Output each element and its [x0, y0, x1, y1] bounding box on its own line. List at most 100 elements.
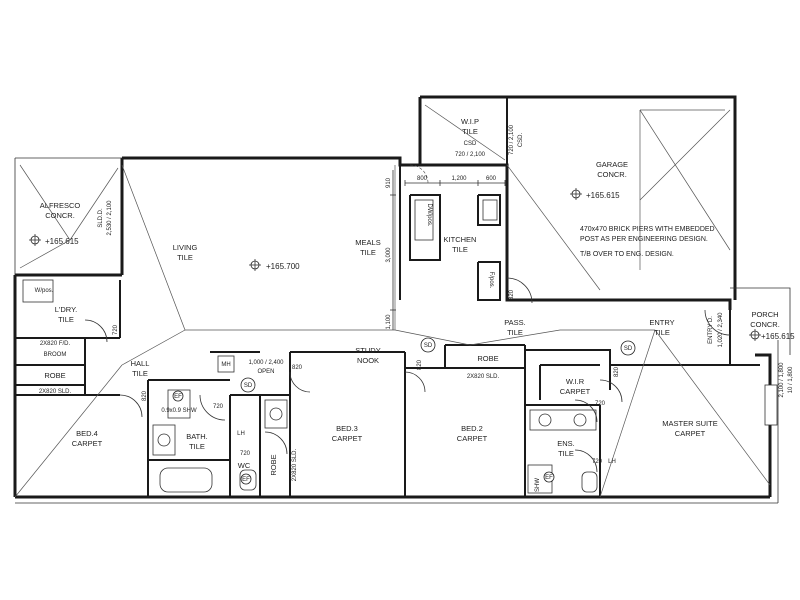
exhaust-fans: EF EF EF [172, 390, 555, 485]
room-name-meals: MEALS [355, 238, 380, 247]
room-name-wir: W.I.R [566, 377, 585, 386]
dim-wip-door-v: 720 / 2,100 [509, 124, 515, 155]
washer-pos: W/pos. [35, 288, 54, 294]
room-name-hall: HALL [131, 359, 150, 368]
room-finish-living: TILE [177, 253, 193, 262]
sd-label-1: SD [244, 383, 253, 389]
dim-910: 910 [386, 177, 392, 188]
dim-820-master: 820 [614, 366, 620, 377]
toilet-ens [581, 471, 598, 493]
dim-820-nook: 820 [292, 365, 303, 371]
room-finish-porch: CONCR. [750, 320, 780, 329]
dim-robe-sld-v: 2X820 SLD. [292, 448, 298, 481]
lh-bath: LH [237, 431, 245, 437]
room-labels: ALFRESCO CONCR. LIVING TILE MEALS TILE K… [40, 117, 780, 470]
room-name-wc: WC [238, 461, 251, 470]
dim-window-master-2: 10 / 1,800 [788, 366, 794, 393]
dim-800: 800 [417, 176, 428, 182]
room-finish-pass: TILE [507, 328, 523, 337]
level-markers: +165.615 +165.700 +165.615 +165.615 [29, 188, 795, 341]
dim-1100: 1,100 [386, 314, 392, 330]
room-name-garage: GARAGE [596, 160, 628, 169]
laundry-broom: BROOM [44, 352, 67, 358]
room-name-ens: ENS. [557, 439, 575, 448]
room-finish-entry: TILE [654, 328, 670, 337]
level-marker-garage: +165.615 [570, 188, 620, 200]
roof-lines [14, 104, 771, 498]
room-finish-bed2: CARPET [457, 434, 488, 443]
smoke-detector-pass [420, 337, 436, 353]
internal-walls [15, 97, 760, 497]
level-marker-alfresco: +165.615 [29, 234, 79, 246]
room-finish-wip: TILE [462, 127, 478, 136]
level-porch: +165.615 [761, 332, 795, 341]
robe-bed3: ROBE [269, 454, 278, 475]
dim-csd: CSD [464, 141, 477, 147]
dim-sldd: SLD.D. [98, 208, 104, 228]
exhaust-fan-wc [240, 473, 252, 485]
dim-window-master: 2,100 / 1,800 [779, 362, 785, 398]
external-walls [13, 95, 791, 504]
note-piers-2: POST AS PER ENGINEERING DESIGN. [580, 236, 708, 243]
bathtub [159, 467, 213, 493]
dim-wip-door: 720 / 2,100 [455, 152, 486, 158]
dim-2820-sld: 2X820 SLD. [39, 389, 72, 395]
dim-820-bed2: 820 [417, 359, 423, 370]
ef-label-bath: EF [174, 394, 182, 400]
dim-720-bath: 720 [213, 404, 224, 410]
dim-3000: 3,000 [386, 247, 392, 263]
fixtures [22, 199, 778, 494]
room-name-study-nook-1: STUDY [355, 346, 380, 355]
cooktop [482, 199, 498, 221]
robe-bed2: ROBE [477, 354, 498, 363]
sd-label-3: SD [624, 346, 633, 352]
dim-open: OPEN [257, 369, 274, 375]
room-name-bed4: BED.4 [76, 429, 98, 438]
dim-1200: 1,200 [451, 176, 467, 182]
dimension-lines [390, 170, 506, 330]
level-garage: +165.615 [586, 191, 620, 200]
room-finish-wir: CARPET [560, 387, 591, 396]
room-name-kitchen: KITCHEN [444, 235, 477, 244]
dim-entry-d-size: 1,020 / 2,340 [718, 312, 724, 348]
exhaust-fan-ens [543, 471, 555, 483]
room-finish-bath: TILE [189, 442, 205, 451]
room-name-bed3: BED.3 [336, 424, 358, 433]
room-name-bed2: BED.2 [461, 424, 483, 433]
room-name-alfresco: ALFRESCO [40, 201, 81, 210]
smoke-detectors: SD SD SD [240, 337, 636, 393]
room-name-master: MASTER SUITE [662, 419, 717, 428]
bath-shower-label: 0.9x0.9 SHW [161, 408, 197, 414]
room-finish-meals: TILE [360, 248, 376, 257]
sink-bench [414, 199, 434, 241]
structural-notes: 470x470 BRICK PIERS WITH EMBEDDED POST A… [580, 226, 715, 258]
ef-label-wc: EF [242, 477, 250, 483]
room-finish-bed4: CARPET [72, 439, 103, 448]
room-name-bath: BATH. [186, 432, 208, 441]
window-master [764, 384, 778, 426]
dim-2820-fd: 2X820 F/D. [40, 341, 71, 347]
level-marker-living: +165.700 [249, 259, 300, 271]
room-finish-garage: CONCR. [597, 170, 627, 179]
robe-bed4: ROBE [44, 371, 65, 380]
room-name-study-nook-2: NOOK [357, 356, 379, 365]
dim-entry-d: ENTRY D. [708, 316, 714, 344]
room-finish-bed3: CARPET [332, 434, 363, 443]
room-finish-hall: TILE [132, 369, 148, 378]
room-name-entry: ENTRY [649, 318, 674, 327]
ef-label-ens: EF [545, 475, 553, 481]
dim-csd-v: CSD. [518, 133, 524, 148]
fridge-pos: F/pos. [488, 272, 494, 289]
dim-robe-sld: 2X820 SLD. [467, 374, 500, 380]
sd-label-2: SD [424, 343, 433, 349]
dim-600: 600 [486, 176, 497, 182]
room-name-wip: W.I.P [461, 117, 479, 126]
room-finish-alfresco: CONCR. [45, 211, 75, 220]
dim-820-hall: 820 [142, 390, 148, 401]
room-finish-ens: TILE [558, 449, 574, 458]
room-name-living: LIVING [173, 243, 198, 252]
door-swings [84, 164, 731, 473]
dim-720-wir: 720 [595, 401, 606, 407]
dim-alfresco-door: 2,530 / 2,100 [107, 200, 113, 236]
room-finish-kitchen: TILE [452, 245, 468, 254]
